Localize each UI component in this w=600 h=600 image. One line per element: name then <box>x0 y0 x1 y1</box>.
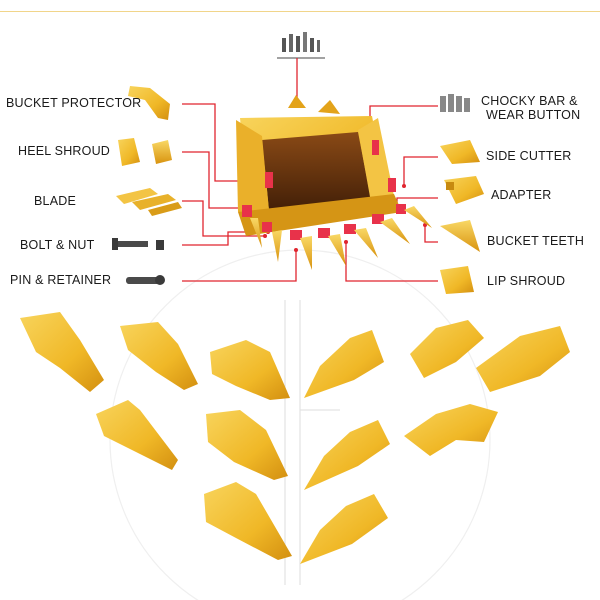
tooth-6 <box>476 326 570 392</box>
label-chocky-bar-line2: WEAR BUTTON <box>486 108 581 122</box>
excavator-bucket <box>236 95 432 270</box>
label-pin-retainer: PIN & RETAINER <box>10 273 112 287</box>
tooth-5 <box>410 320 484 378</box>
label-blade: BLADE <box>34 194 76 208</box>
bolt-nut-part <box>112 238 164 250</box>
pin-set-icon <box>277 32 325 59</box>
tooth-10 <box>404 404 498 456</box>
label-heel-shroud: HEEL SHROUD <box>18 144 111 158</box>
tooth-12 <box>300 494 388 564</box>
label-chocky-bar-line1: CHOCKY BAR & <box>481 94 578 108</box>
label-adapter: ADAPTER <box>491 188 552 202</box>
watermark-lines <box>109 249 491 600</box>
label-lip-shroud: LIP SHROUD <box>487 274 566 288</box>
tooth-4 <box>304 330 384 398</box>
bucket-teeth-part <box>440 220 480 252</box>
pin-retainer-part <box>126 275 165 285</box>
tooth-8 <box>206 410 288 480</box>
label-bucket-teeth: BUCKET TEETH <box>487 234 585 248</box>
blade-part <box>116 188 182 216</box>
tooth-3 <box>210 340 290 400</box>
tooth-9 <box>304 420 390 490</box>
bucket-protector-part <box>128 86 170 120</box>
label-bucket-protector: BUCKET PROTECTOR <box>6 96 142 110</box>
label-bolt-nut: BOLT & NUT <box>20 238 95 252</box>
tooth-7 <box>96 400 178 470</box>
heel-shroud-part <box>118 138 172 166</box>
top-divider <box>0 11 600 12</box>
tooth-1 <box>20 312 104 392</box>
tooth-2 <box>120 322 198 390</box>
label-side-cutter: SIDE CUTTER <box>486 149 572 163</box>
adapter-part <box>444 176 484 204</box>
side-cutter-part <box>440 140 480 164</box>
chocky-bar-part <box>440 94 470 112</box>
tooth-11 <box>204 482 292 560</box>
lip-shroud-part <box>440 266 474 294</box>
tooth-gallery <box>20 312 570 564</box>
